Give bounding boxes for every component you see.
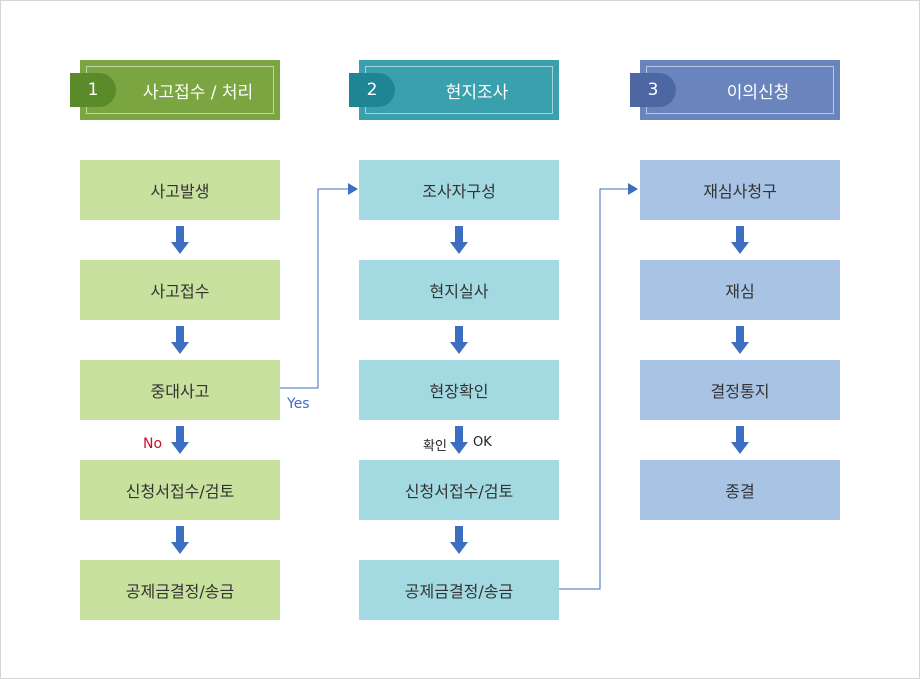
step-number: 2 bbox=[349, 73, 395, 107]
step-site-confirmation: 현장확인 bbox=[359, 360, 559, 420]
step-payment-decision: 공제금결정/송금 bbox=[359, 560, 559, 620]
step-number: 1 bbox=[70, 73, 116, 107]
step-major-accident: 중대사고 bbox=[80, 360, 280, 420]
no-label: No bbox=[143, 436, 163, 452]
header-accident: 1 사고접수 / 처리 bbox=[70, 60, 280, 120]
down-arrow-icon bbox=[450, 426, 468, 454]
step-payment-decision: 공제금결정/송금 bbox=[80, 560, 280, 620]
header-title: 현지조사 bbox=[445, 82, 509, 103]
header-title: 사고접수 / 처리 bbox=[142, 82, 254, 103]
step-decision-notice: 결정통지 bbox=[640, 360, 840, 420]
yes-label: Yes bbox=[287, 396, 310, 412]
down-arrow-icon bbox=[731, 426, 749, 454]
step-number: 3 bbox=[630, 73, 676, 107]
ok-label: OK bbox=[473, 435, 492, 450]
step-investigator-setup: 조사자구성 bbox=[359, 160, 559, 220]
step-re-examination: 재심 bbox=[640, 260, 840, 320]
down-arrow-icon bbox=[731, 226, 749, 254]
step-accident-occurrence: 사고발생 bbox=[80, 160, 280, 220]
step-field-inspection: 현지실사 bbox=[359, 260, 559, 320]
header-objection: 3 이의신청 bbox=[630, 60, 840, 120]
step-application-review: 신청서접수/검토 bbox=[80, 460, 280, 520]
header-title: 이의신청 bbox=[726, 82, 790, 103]
confirm-label: 확인 bbox=[423, 439, 447, 454]
connector-arrowhead-icon bbox=[348, 183, 358, 195]
step-application-review: 신청서접수/검토 bbox=[359, 460, 559, 520]
step-review-request: 재심사청구 bbox=[640, 160, 840, 220]
payment-connector-line bbox=[559, 188, 630, 590]
step-accident-reception: 사고접수 bbox=[80, 260, 280, 320]
header-field-survey: 2 현지조사 bbox=[349, 60, 559, 120]
down-arrow-icon bbox=[450, 326, 468, 354]
down-arrow-icon bbox=[450, 226, 468, 254]
down-arrow-icon bbox=[450, 526, 468, 554]
connector-arrowhead-icon bbox=[628, 183, 638, 195]
down-arrow-icon bbox=[731, 326, 749, 354]
down-arrow-icon bbox=[171, 426, 189, 454]
down-arrow-icon bbox=[171, 526, 189, 554]
down-arrow-icon bbox=[171, 226, 189, 254]
step-closure: 종결 bbox=[640, 460, 840, 520]
down-arrow-icon bbox=[171, 326, 189, 354]
yes-connector-line bbox=[280, 188, 350, 389]
